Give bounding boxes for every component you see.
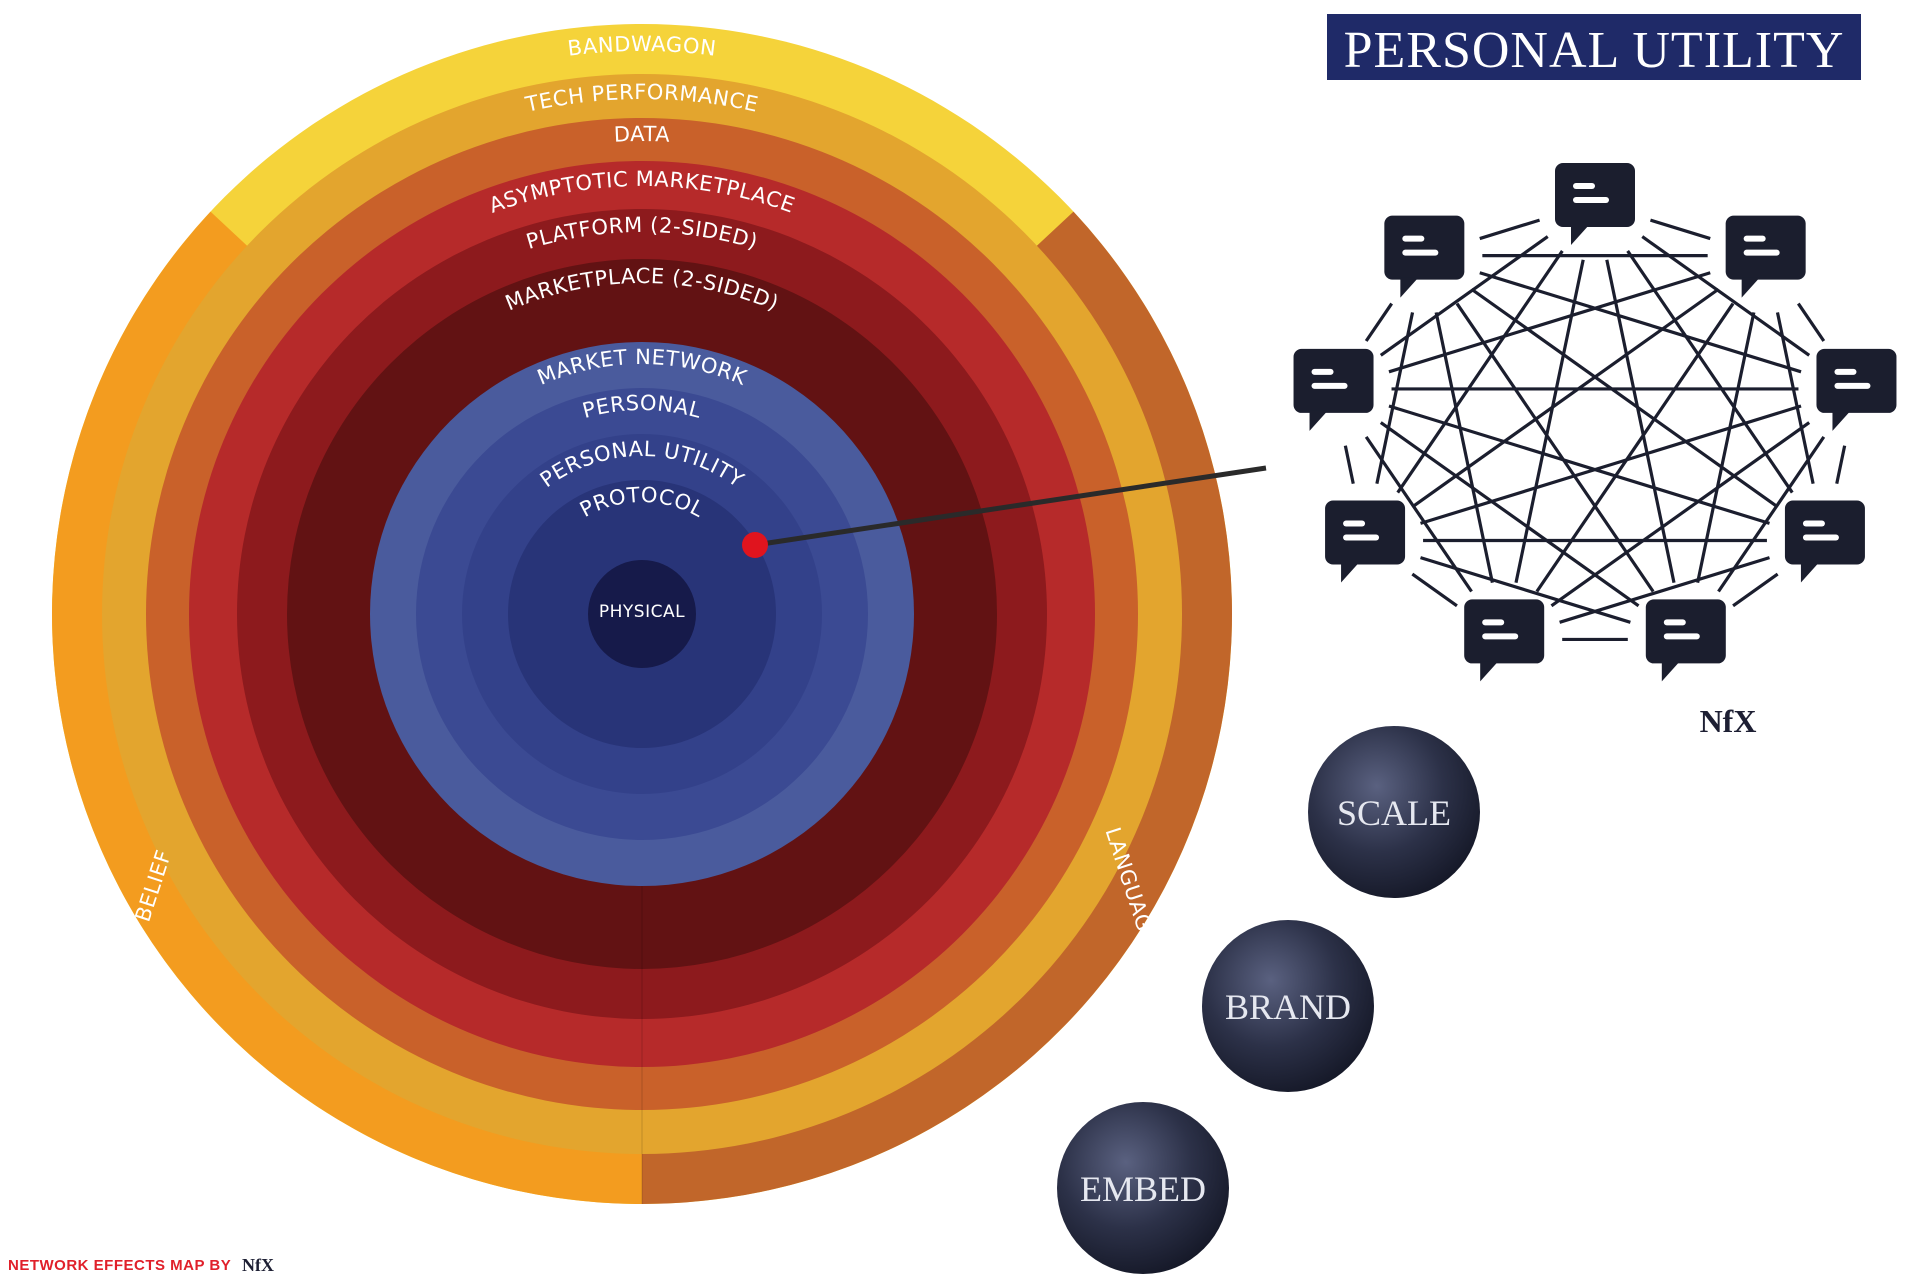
chat-bubble-icon <box>1464 599 1545 682</box>
chat-bubble-icon <box>1816 348 1897 431</box>
sphere-brand: BRAND <box>1202 920 1374 1092</box>
chat-bubble-icon <box>1293 348 1374 431</box>
ring-label-bandwagon: BANDWAGON <box>566 32 717 61</box>
chat-bubble-icon <box>1555 163 1635 245</box>
network-edge <box>1379 421 1640 608</box>
sphere-label-brand: BRAND <box>1225 987 1351 1027</box>
sphere-label-embed: EMBED <box>1080 1169 1206 1209</box>
network-nodes <box>1293 163 1897 682</box>
chat-bubble-icon <box>1645 599 1726 682</box>
network-edge <box>1514 259 1585 583</box>
network-edge <box>1375 312 1415 485</box>
network-edge <box>1649 218 1711 241</box>
ring-label-data: DATA <box>613 122 671 147</box>
network-edge <box>1717 435 1826 593</box>
footer-logo: NfX <box>242 1255 274 1275</box>
network-edges <box>1343 218 1847 642</box>
sphere <box>1308 726 1480 898</box>
ring-physical <box>588 560 696 668</box>
network-edge <box>1696 312 1756 583</box>
network-edge <box>1420 404 1802 525</box>
network-edge <box>1626 250 1794 494</box>
network-edge <box>1479 271 1802 374</box>
panel-title: PERSONAL UTILITY <box>1344 22 1845 79</box>
rings <box>51 24 1232 1204</box>
sphere-scale: SCALE <box>1308 726 1480 898</box>
title-background <box>1327 14 1861 80</box>
chat-bubble-icon <box>1325 500 1406 583</box>
network-edge <box>1343 445 1355 485</box>
network-edge <box>1775 312 1815 485</box>
connector-line <box>754 465 1267 548</box>
network-edge <box>1388 271 1711 374</box>
sphere-embed: EMBED <box>1057 1102 1229 1274</box>
chat-bubble-icon <box>1384 215 1465 298</box>
network-edge <box>1411 572 1458 608</box>
network-edge <box>1434 312 1494 583</box>
network-edge <box>1455 302 1655 593</box>
network-edge <box>1411 287 1720 509</box>
personal-utility-marker <box>742 532 768 558</box>
footer: NETWORK EFFECTS MAP BY NfX <box>8 1255 274 1275</box>
title-banner: PERSONAL UTILITY <box>1327 14 1861 80</box>
network-edge <box>1396 250 1564 494</box>
footer-text: NETWORK EFFECTS MAP BY <box>8 1257 231 1274</box>
network-edge <box>1470 287 1779 509</box>
network-edge <box>1364 302 1394 342</box>
sphere-label-scale: SCALE <box>1337 793 1451 833</box>
chat-bubble-icon <box>1784 500 1865 583</box>
nfx-logo: NfX <box>1700 703 1757 739</box>
network-edge <box>1479 218 1541 241</box>
network-edge <box>1535 302 1735 593</box>
personal-utility-network: NfX <box>1293 163 1897 739</box>
network-edge <box>1605 259 1676 583</box>
network-edge <box>1732 572 1779 608</box>
network-edge <box>1835 445 1847 485</box>
ring-label-physical: PHYSICAL <box>599 602 685 622</box>
network-edge <box>1364 435 1473 593</box>
chat-bubble-icon <box>1725 215 1806 298</box>
network-edge <box>1388 404 1770 525</box>
sphere <box>1057 1102 1229 1274</box>
network-edge <box>1796 302 1826 342</box>
sphere <box>1202 920 1374 1092</box>
